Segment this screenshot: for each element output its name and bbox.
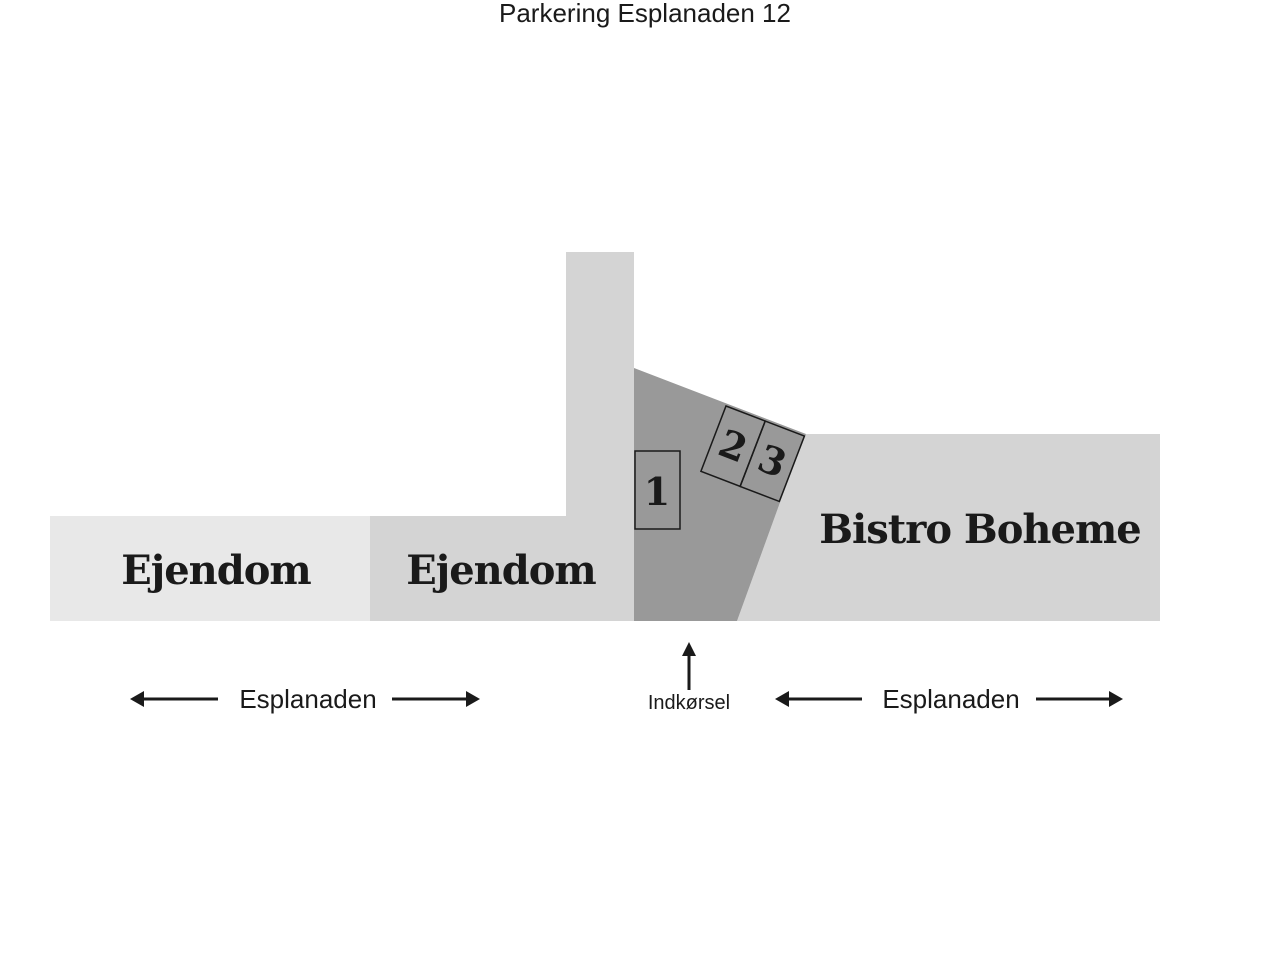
arrow-left-head-icon xyxy=(775,691,789,707)
entrance: Indkørsel xyxy=(648,642,730,714)
arrow-up-head-icon xyxy=(682,642,696,656)
parking-spots-2-3: 2 3 xyxy=(699,405,806,503)
street-left: Esplanaden xyxy=(130,684,480,714)
map-title: Parkering Esplanaden 12 xyxy=(499,0,791,28)
street-right: Esplanaden xyxy=(775,684,1123,714)
parking-spot-1-outline xyxy=(634,450,681,530)
building-right xyxy=(737,434,1160,621)
parking-area xyxy=(634,368,806,621)
parking-spot-1: 1 xyxy=(634,450,681,530)
building-left xyxy=(50,516,370,621)
building-middle-label: Ejendom xyxy=(406,547,596,594)
parking-spot-3-outline xyxy=(739,420,806,503)
parking-spot-1-label: 1 xyxy=(644,469,670,514)
entrance-label: Indkørsel xyxy=(648,692,730,714)
building-right-label: Bistro Boheme xyxy=(819,506,1140,553)
street-right-label: Esplanaden xyxy=(882,684,1019,714)
street-left-label: Esplanaden xyxy=(239,684,376,714)
arrow-right-head-icon xyxy=(466,691,480,707)
building-left-label: Ejendom xyxy=(121,547,311,594)
building-middle xyxy=(370,252,634,621)
arrow-left-head-icon xyxy=(130,691,144,707)
arrow-right-head-icon xyxy=(1109,691,1123,707)
